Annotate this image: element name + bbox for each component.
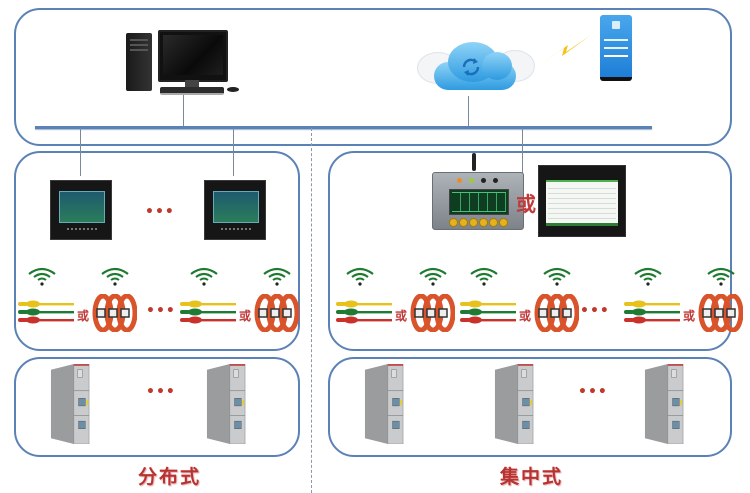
centralized-label: 集中式 [500,466,564,488]
clamp-ring-sensor-icon [698,294,743,332]
pc-mouse [227,87,239,92]
cable-tie-sensor-icon [18,300,74,324]
switchgear-cabinet-icon [206,364,246,444]
wifi-signal-icon [263,267,291,286]
section-divider [311,128,312,493]
lightning-bolt-icon [536,35,591,68]
switchgear-cabinet-icon [50,364,90,444]
centralized-connector [522,128,523,186]
panel-display-controller-icon [50,180,112,240]
clamp-ring-sensor-icon [92,294,137,332]
switchgear-cabinet-icon [364,364,404,444]
wifi-signal-icon [28,267,56,286]
sync-arrows-icon [462,58,480,76]
wifi-signal-icon [634,267,662,286]
wifi-signal-icon [101,267,129,286]
clamp-ring-sensor-icon [410,294,455,332]
wifi-signal-icon [190,267,218,286]
temperature-monitoring-unit [432,172,524,230]
controller-1-connector [80,128,81,176]
clamp-ring-sensor-icon [534,294,579,332]
controller-2-connector [233,128,234,176]
switchgear-cabinet-icon [644,364,684,444]
or-text: 或 [519,309,532,323]
cabinets-ellipsis: ••• [146,384,176,400]
or-text: 或 [77,309,90,323]
network-bus-line [35,126,652,129]
distributed-label: 分布式 [138,466,202,488]
cable-tie-sensor-icon [180,300,236,324]
centralized-sensor-panel [328,151,732,351]
pc-connector [183,95,184,126]
clamp-ring-sensor-icon [254,294,299,332]
cable-tie-sensor-icon [624,300,680,324]
pc-keyboard [160,87,224,95]
switchgear-cabinet-icon [494,364,534,444]
touch-screen-monitor [538,165,626,237]
sensor-ellipsis: ••• [580,303,610,319]
wifi-signal-icon [346,267,374,286]
wifi-signal-icon [470,267,498,286]
pc-tower [126,33,152,91]
mobile-phone-icon [600,15,632,81]
wifi-signal-icon [707,267,735,286]
wifi-signal-icon [419,267,447,286]
cable-tie-sensor-icon [460,300,516,324]
cable-tie-sensor-icon [336,300,392,324]
cabinets-ellipsis: ••• [578,384,608,400]
wifi-signal-icon [543,267,571,286]
antenna-icon [472,153,476,171]
or-text: 或 [395,309,408,323]
cloud-connector [468,96,469,126]
or-text: 或 [239,309,252,323]
sensor-ellipsis: ••• [146,303,176,319]
controller-ellipsis: ••• [145,204,175,220]
pc-monitor [158,30,228,82]
panel-display-controller-icon [204,180,266,240]
or-text: 或 [683,309,696,323]
pc-stand [185,80,199,88]
or-text: 或 [516,192,536,216]
